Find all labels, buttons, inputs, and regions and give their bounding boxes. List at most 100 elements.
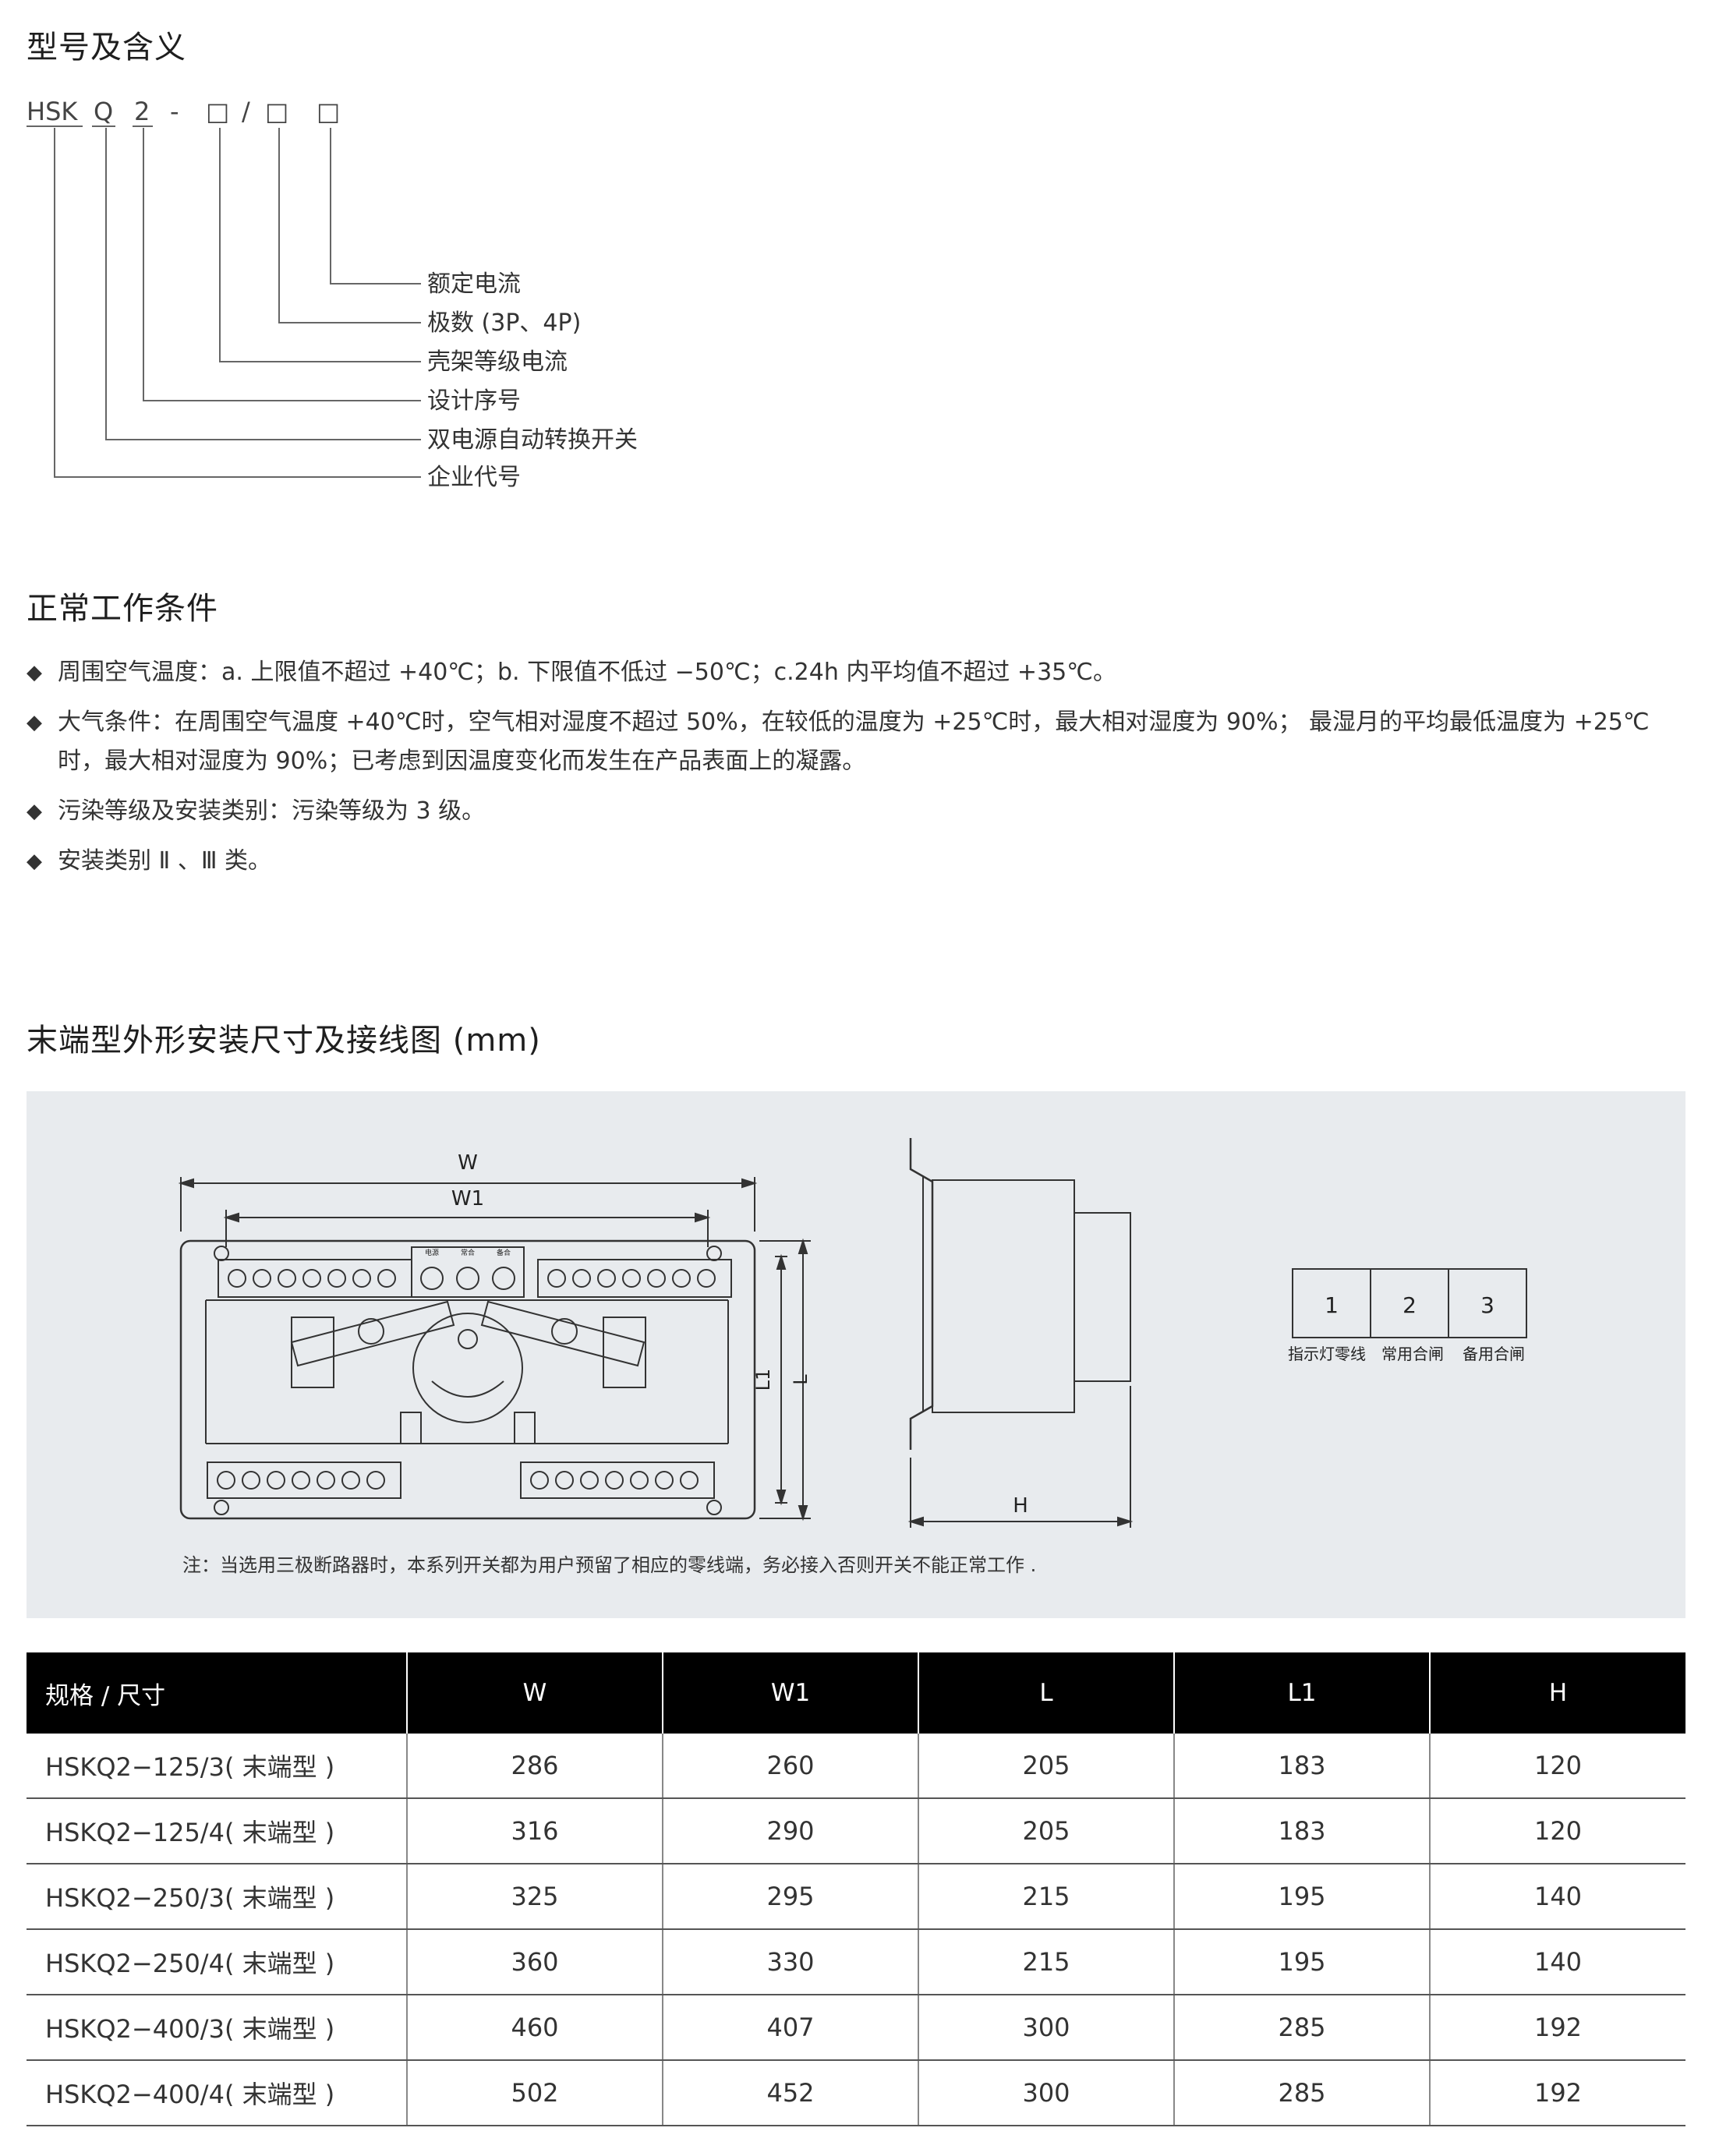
meaning-frame-current: 壳架等级电流 — [427, 348, 568, 376]
cell-w1: 295 — [663, 1864, 919, 1930]
meaning-product-type: 双电源自动转换开关 — [427, 426, 638, 454]
bullet-icon: ◆ — [27, 850, 42, 873]
cell-h: 120 — [1430, 1734, 1685, 1799]
terminal-label-normal-close: 常用合闸 — [1381, 1345, 1444, 1363]
terminal-number-3: 3 — [1480, 1292, 1494, 1318]
table-row: HSKQ2−250/3( 末端型 ) 325 295 215 195 140 — [27, 1864, 1685, 1930]
bullet-icon: ◆ — [27, 711, 42, 734]
leader-lines — [54, 128, 421, 478]
cell-spec: HSKQ2−125/3( 末端型 ) — [27, 1734, 408, 1799]
terminal-number-1: 1 — [1325, 1292, 1339, 1318]
cell-h: 192 — [1430, 2060, 1685, 2126]
cell-spec: HSKQ2−400/3( 末端型 ) — [27, 1995, 408, 2061]
conditions-section-title: 正常工作条件 — [27, 591, 218, 627]
terminal-label-backup-close: 备用合闸 — [1463, 1345, 1525, 1363]
cell-w: 502 — [407, 2060, 663, 2126]
meaning-company-code: 企业代号 — [427, 464, 521, 491]
dimension-drawing: W W1 L L1 H 电源 常合 备合 1 2 3 指示灯零线 常用合闸 备用… — [178, 1138, 1527, 1528]
list-item: ◆ 污染等级及安装类别：污染等级为 3 级。 — [27, 792, 1687, 831]
code-part-slash: / — [242, 97, 250, 126]
header-l: L — [918, 1652, 1175, 1734]
code-part-design: 2 — [134, 97, 150, 126]
cell-l: 300 — [918, 1995, 1175, 2061]
cell-w: 286 — [407, 1734, 663, 1799]
cell-l1: 195 — [1174, 1864, 1431, 1930]
list-item: ◆ 安装类别 Ⅱ 、Ⅲ 类。 — [27, 842, 1687, 881]
table-header-row: 规格 / 尺寸 W W1 L L1 H — [27, 1652, 1685, 1734]
cell-h: 120 — [1430, 1798, 1685, 1864]
header-w1: W1 — [663, 1652, 919, 1734]
cell-w: 316 — [407, 1798, 663, 1864]
cell-l: 205 — [918, 1798, 1175, 1864]
terminal-strip — [1292, 1268, 1527, 1338]
drawing-note: 注：当选用三极断路器时，本系列开关都为用户预留了相应的零线端，务必接入否则开关不… — [182, 1554, 1037, 1576]
cell-spec: HSKQ2−250/3( 末端型 ) — [27, 1864, 408, 1930]
model-code-diagram: HSK Q 2 - □ / □ □ 额定电流 极数 (3P、4P) 壳架等级电流… — [27, 97, 638, 491]
cell-l: 205 — [918, 1734, 1175, 1799]
cell-w: 325 — [407, 1864, 663, 1930]
cell-w1: 290 — [663, 1798, 919, 1864]
code-part-dash: - — [170, 97, 179, 126]
header-spec: 规格 / 尺寸 — [27, 1652, 408, 1734]
list-item: ◆ 周围空气温度：a. 上限值不超过 +40℃；b. 下限值不低过 −50℃；c.… — [27, 653, 1687, 692]
cell-spec: HSKQ2−250/4( 末端型 ) — [27, 1929, 408, 1995]
dimension-drawing-panel: W W1 L L1 H 电源 常合 备合 1 2 3 指示灯零线 常用合闸 备用… — [27, 1091, 1685, 1618]
code-part-current-box: □ — [317, 97, 340, 126]
dim-label-l1: L1 — [752, 1369, 774, 1391]
code-part-type: Q — [94, 97, 113, 126]
meaning-rated-current: 额定电流 — [427, 270, 521, 298]
table-row: HSKQ2−125/3( 末端型 ) 286 260 205 183 120 — [27, 1734, 1685, 1799]
terminal-number-2: 2 — [1402, 1292, 1417, 1318]
cell-l: 215 — [918, 1929, 1175, 1995]
cell-spec: HSKQ2−400/4( 末端型 ) — [27, 2060, 408, 2126]
cell-h: 140 — [1430, 1929, 1685, 1995]
dimension-table: 规格 / 尺寸 W W1 L L1 H HSKQ2−125/3( 末端型 ) 2… — [27, 1652, 1685, 2126]
cell-h: 140 — [1430, 1864, 1685, 1930]
dim-label-w: W — [458, 1151, 478, 1175]
dimension-section-title: 末端型外形安装尺寸及接线图 (mm) — [27, 1023, 541, 1059]
cell-h: 192 — [1430, 1995, 1685, 2061]
conditions-list: ◆ 周围空气温度：a. 上限值不超过 +40℃；b. 下限值不低过 −50℃；c.… — [27, 653, 1687, 892]
panel-label-normal-close: 常合 — [461, 1248, 475, 1257]
table-row: HSKQ2−400/4( 末端型 ) 502 452 300 285 192 — [27, 2060, 1685, 2126]
bullet-icon: ◆ — [27, 800, 42, 823]
terminal-label-indicator-neutral: 指示灯零线 — [1288, 1345, 1366, 1363]
cell-w1: 407 — [663, 1995, 919, 2061]
cell-w1: 452 — [663, 2060, 919, 2126]
dim-label-l: L — [790, 1374, 812, 1385]
cell-l: 300 — [918, 2060, 1175, 2126]
table-row: HSKQ2−250/4( 末端型 ) 360 330 215 195 140 — [27, 1929, 1685, 1995]
cell-l1: 183 — [1174, 1734, 1431, 1799]
cell-l1: 183 — [1174, 1798, 1431, 1864]
condition-text: 周围空气温度：a. 上限值不超过 +40℃；b. 下限值不低过 −50℃；c.2… — [58, 659, 1116, 686]
table-row: HSKQ2−125/4( 末端型 ) 316 290 205 183 120 — [27, 1798, 1685, 1864]
code-part-company: HSK — [27, 97, 78, 126]
cell-w: 460 — [407, 1995, 663, 2061]
cell-w1: 330 — [663, 1929, 919, 1995]
cell-l: 215 — [918, 1864, 1175, 1930]
model-section-title: 型号及含义 — [27, 30, 186, 65]
code-part-frame-box: □ — [206, 97, 229, 126]
table-row: HSKQ2−400/3( 末端型 ) 460 407 300 285 192 — [27, 1995, 1685, 2061]
dim-label-w1: W1 — [451, 1187, 484, 1211]
cell-w: 360 — [407, 1929, 663, 1995]
panel-label-power: 电源 — [425, 1248, 439, 1257]
bullet-icon: ◆ — [27, 661, 42, 684]
meaning-design-number: 设计序号 — [427, 387, 521, 415]
header-h: H — [1430, 1652, 1685, 1734]
cell-l1: 285 — [1174, 2060, 1431, 2126]
list-item: ◆ 大气条件：在周围空气温度 +40℃时，空气相对湿度不超过 50%，在较低的温度… — [27, 703, 1687, 781]
cell-l1: 195 — [1174, 1929, 1431, 1995]
cell-spec: HSKQ2−125/4( 末端型 ) — [27, 1798, 408, 1864]
condition-text: 污染等级及安装类别：污染等级为 3 级。 — [58, 797, 486, 825]
meaning-poles: 极数 (3P、4P) — [427, 309, 581, 337]
condition-text: 安装类别 Ⅱ 、Ⅲ 类。 — [58, 847, 272, 875]
panel-label-backup-close: 备合 — [497, 1248, 511, 1257]
cell-w1: 260 — [663, 1734, 919, 1799]
condition-text: 大气条件：在周围空气温度 +40℃时，空气相对湿度不超过 50%，在较低的温度为… — [58, 709, 1650, 775]
header-l1: L1 — [1174, 1652, 1431, 1734]
header-w: W — [407, 1652, 663, 1734]
cell-l1: 285 — [1174, 1995, 1431, 2061]
code-part-poles-box: □ — [265, 97, 288, 126]
dim-label-h: H — [1013, 1494, 1028, 1518]
